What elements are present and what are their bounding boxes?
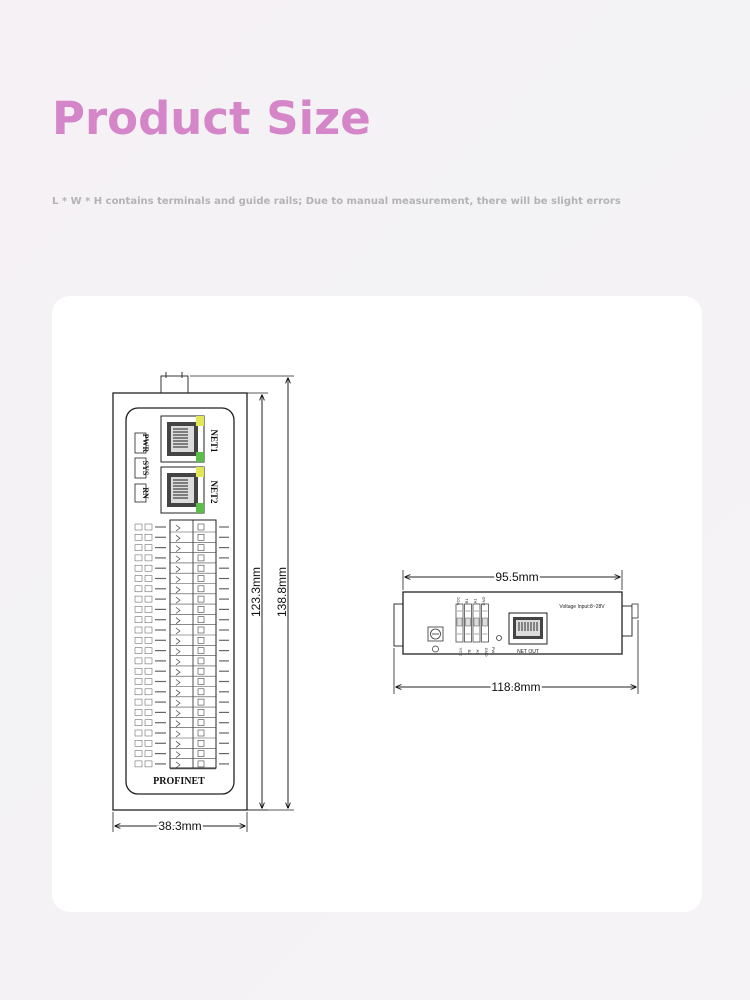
- sys-label: SYS: [141, 461, 150, 476]
- front-view: PWR SYS RN NET1: [112, 372, 248, 811]
- brand-label: PROFINET: [153, 776, 205, 787]
- rn-label: RN: [141, 487, 150, 499]
- sys-label-box: [134, 457, 147, 479]
- height-outer-dim: 138.8mm: [275, 567, 289, 617]
- width-dim: 38.3mm: [158, 819, 201, 833]
- side-top-pin-label: VCC: [456, 597, 461, 606]
- net1-led-yellow: [196, 416, 204, 426]
- net1-label: NET1: [209, 429, 219, 453]
- side-top-pin-label: B1: [464, 598, 469, 604]
- status-labels: PWR SYS RN: [134, 432, 150, 503]
- net1-port: NET1: [160, 415, 219, 463]
- svg-text:PW: PW: [491, 647, 496, 654]
- side-top-pin-label: GND: [481, 596, 486, 605]
- side-bottom-pin-label: GND: [484, 648, 489, 657]
- side-dimensions: 95.5mm 118.8mm: [393, 568, 639, 696]
- net2-led-green: [196, 503, 204, 513]
- din-rail-clip: [393, 603, 404, 647]
- side-width-dim: 95.5mm: [495, 570, 538, 584]
- pwr-label-box: [134, 432, 147, 454]
- net2-label: NET2: [209, 480, 219, 504]
- top-connector: [160, 375, 189, 395]
- net-out-label: NET OUT: [517, 649, 539, 655]
- net1-led-green: [196, 452, 204, 462]
- voltage-label: Voltage Input:8~28V: [559, 604, 605, 610]
- net2-led-yellow: [196, 467, 204, 477]
- front-dimensions: 123.3mm 138.8mm 38.3mm: [112, 375, 294, 835]
- side-indicator: [496, 635, 502, 641]
- side-outer-dim: 118.8mm: [491, 680, 540, 694]
- pwr-label: PWR: [141, 434, 150, 453]
- side-bottom-pin-label: A2: [476, 650, 481, 656]
- side-connector: [621, 605, 633, 637]
- side-top-pin-label: A1: [473, 598, 478, 604]
- side-bottom-pin-label: VCC: [459, 648, 464, 657]
- rn-label-box: [134, 483, 147, 503]
- height-inner-dim: 123.3mm: [249, 567, 263, 617]
- page-subtitle: L * W * H contains terminals and guide r…: [52, 196, 621, 207]
- page-title: Product Size: [52, 92, 371, 145]
- net-out-port: NET OUT: [508, 612, 548, 655]
- net2-port: NET2: [160, 466, 219, 514]
- adjustment-knob: [427, 626, 444, 653]
- terminal-blocks: [134, 519, 229, 770]
- side-bottom-pin-label: B2: [467, 650, 472, 656]
